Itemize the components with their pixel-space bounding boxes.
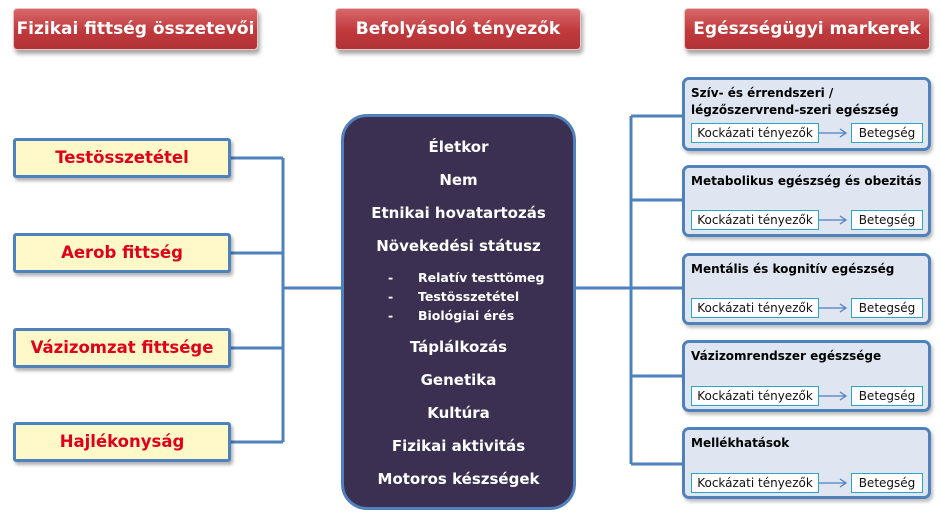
disease-label: Betegség (851, 123, 923, 143)
factor-item: Nem (439, 171, 478, 189)
fitness-box-body-composition: Testösszetétel (13, 138, 231, 178)
marker-title: Szív- és érrendszeri / légzőszervrend-sz… (691, 86, 899, 117)
header-health-markers: Egészségügyi markerek (684, 8, 930, 50)
marker-box-mental-cognitive: Mentális és kognitív egészség Kockázati … (682, 253, 931, 325)
factor-item: Táplálkozás (409, 338, 508, 356)
subitem-dash: - (388, 270, 394, 285)
disease-label: Betegség (851, 298, 923, 318)
fitness-box-aerobic: Aerob fittség (13, 233, 231, 273)
disease-label: Betegség (851, 473, 923, 493)
arrow-icon (819, 128, 848, 138)
arrow-icon (819, 391, 848, 401)
arrow-icon (819, 303, 848, 313)
marker-title: Mentális és kognitív egészség (691, 262, 895, 276)
marker-box-metabolic: Metabolikus egészség és obezitás Kockáza… (682, 165, 931, 237)
risk-factors-label: Kockázati tényezők (691, 473, 819, 493)
marker-title: Mellékhatások (691, 436, 790, 450)
subitem-label: Relatív testtömeg (418, 270, 545, 285)
subitem-label: Biológiai érés (418, 308, 515, 323)
header-influencing-factors: Befolyásoló tényezők (335, 8, 581, 50)
arrow-icon (819, 478, 848, 488)
fitness-box-musculoskeletal: Vázizomzat fittsége (13, 328, 231, 368)
subitem-dash: - (388, 289, 394, 304)
factor-item: Etnikai hovatartozás (371, 204, 546, 222)
factor-item: Növekedési státusz (376, 237, 541, 255)
marker-box-musculoskeletal: Vázizomrendszer egészsége Kockázati tény… (682, 340, 931, 412)
fitness-box-flexibility: Hajlékonyság (13, 422, 231, 462)
marker-title: Vázizomrendszer egészsége (691, 349, 882, 363)
risk-factors-label: Kockázati tényezők (691, 210, 819, 230)
subitem-dash: - (388, 308, 394, 323)
marker-title: Metabolikus egészség és obezitás (691, 174, 922, 188)
header-fitness-components: Fizikai fittség összetevői (13, 8, 258, 50)
arrow-icon (819, 215, 848, 225)
disease-label: Betegség (851, 386, 923, 406)
factors-box: Életkor Nem Etnikai hovatartozás Növeked… (341, 114, 576, 510)
disease-label: Betegség (851, 210, 923, 230)
marker-box-cardiorespiratory: Szív- és érrendszeri / légzőszervrend-sz… (682, 77, 931, 151)
risk-factors-label: Kockázati tényezők (691, 298, 819, 318)
factor-item: Kultúra (427, 404, 490, 422)
factor-item: Életkor (428, 138, 489, 156)
factor-item: Motoros készségek (377, 470, 540, 488)
risk-factors-label: Kockázati tényezők (691, 123, 819, 143)
subitem-label: Testösszetétel (418, 289, 520, 304)
risk-factors-label: Kockázati tényezők (691, 386, 819, 406)
marker-box-side-effects: Mellékhatások Kockázati tényezők Betegsé… (682, 427, 931, 499)
factor-item: Genetika (420, 371, 497, 389)
factor-item: Fizikai aktivitás (391, 437, 526, 455)
